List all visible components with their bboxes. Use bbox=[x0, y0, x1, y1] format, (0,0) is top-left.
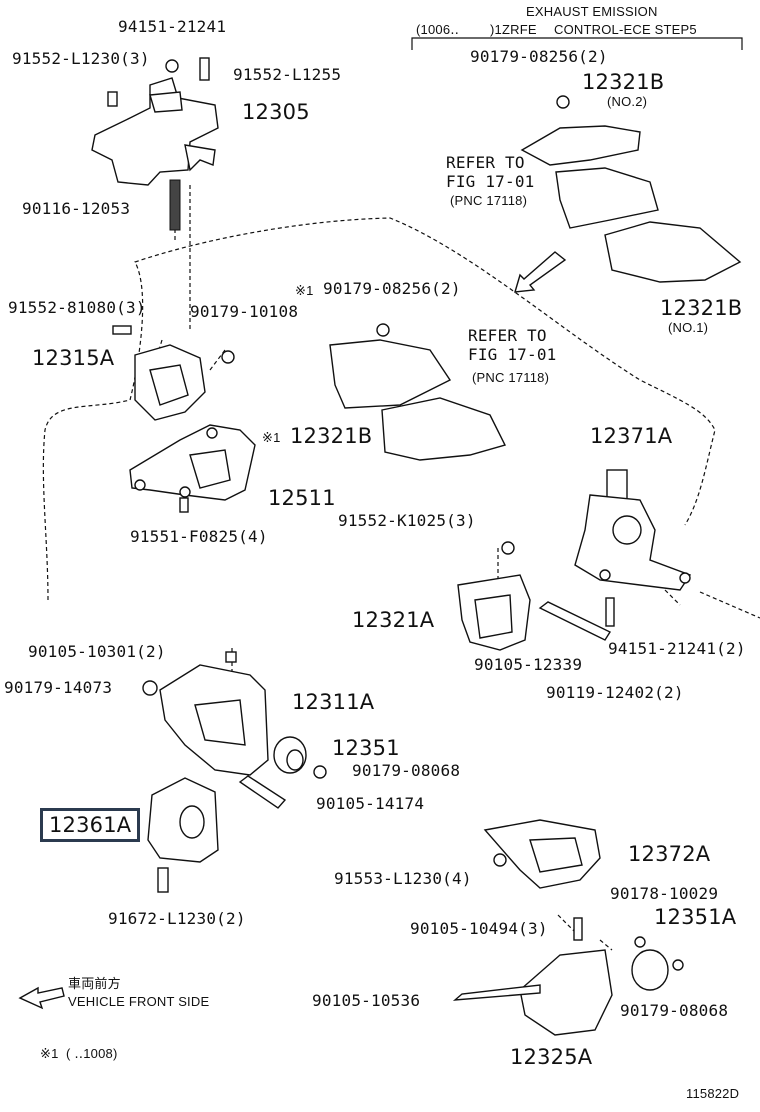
mount-12305 bbox=[91, 57, 219, 231]
label-91552-L1255: 91552-L1255 bbox=[233, 65, 342, 84]
vehicle-front-en: VEHICLE FRONT SIDE bbox=[68, 994, 210, 1009]
label-90119-12402-2: 90119-12402(2) bbox=[546, 683, 684, 702]
label-12351: 12351 bbox=[332, 736, 400, 760]
header-subtitle: CONTROL-ECE STEP5 bbox=[554, 22, 697, 37]
label-12311A: 12311A bbox=[292, 690, 375, 714]
label-12372A: 12372A bbox=[628, 842, 711, 866]
label-12325A: 12325A bbox=[510, 1045, 593, 1069]
label-12321B-no1: 12321B bbox=[660, 296, 743, 320]
bracket-12315A bbox=[112, 325, 235, 421]
label-94151-21241: 94151-21241 bbox=[118, 17, 227, 36]
bushing-12351 bbox=[273, 736, 327, 779]
label-12371A: 12371A bbox=[590, 424, 673, 448]
label-no2: (NO.2) bbox=[607, 94, 648, 109]
bracket-12511 bbox=[129, 424, 256, 513]
label-91552-K1025-3: 91552-K1025(3) bbox=[338, 511, 476, 530]
pnc-ref-1: (PNC 17118) bbox=[450, 193, 528, 208]
header-range-end: )1ZRFE bbox=[490, 22, 537, 37]
engine-outline bbox=[42, 217, 716, 601]
label-12321B-no2: 12321B bbox=[582, 70, 665, 94]
label-90179-08068-b: 90179-08068 bbox=[620, 1001, 729, 1020]
label-90105-12339: 90105-12339 bbox=[474, 655, 583, 674]
refer-to-1: REFER TO bbox=[446, 153, 525, 172]
header-title: EXHAUST EMISSION bbox=[526, 4, 658, 19]
label-90179-08256-2-top: 90179-08256(2) bbox=[470, 47, 608, 66]
vehicle-front-jp: 車両前方 bbox=[68, 976, 121, 991]
diagram-id: 115822D bbox=[686, 1086, 740, 1101]
heat-insulator-12321B-no2 bbox=[520, 95, 742, 283]
bracket-12325A bbox=[452, 917, 684, 1036]
refer-to-2: REFER TO bbox=[468, 326, 547, 345]
bracket-12311A bbox=[142, 651, 287, 809]
label-94151-21241-2: 94151-21241(2) bbox=[608, 639, 746, 658]
label-90105-10536: 90105-10536 bbox=[312, 991, 421, 1010]
label-90105-14174: 90105-14174 bbox=[316, 794, 425, 813]
label-12361A-highlighted: 12361A bbox=[40, 808, 141, 842]
label-91552-81080-3: 91552-81080(3) bbox=[8, 298, 146, 317]
direction-arrow bbox=[514, 251, 567, 293]
mount-12371A bbox=[574, 469, 692, 627]
pnc-ref-2: (PNC 17118) bbox=[472, 370, 550, 385]
label-91552-L1230-3: 91552-L1230(3) bbox=[12, 49, 150, 68]
label-12305: 12305 bbox=[242, 100, 310, 124]
label-91672-L1230-2: 91672-L1230(2) bbox=[108, 909, 246, 928]
header-bracket bbox=[411, 37, 743, 50]
label-90179-08068-a: 90179-08068 bbox=[352, 761, 461, 780]
label-90179-14073: 90179-14073 bbox=[4, 678, 113, 697]
fig-ref-1: FIG 17-01 bbox=[446, 172, 535, 191]
label-90105-10301-2: 90105-10301(2) bbox=[28, 642, 166, 661]
footnote-mark: ※1 bbox=[40, 1046, 59, 1061]
fig-ref-2: FIG 17-01 bbox=[468, 345, 557, 364]
note-mark-1: ※1 bbox=[295, 283, 314, 298]
mount-12361A bbox=[147, 777, 219, 893]
vehicle-front-arrow bbox=[18, 986, 65, 1010]
label-12321B-mid: 12321B bbox=[290, 424, 373, 448]
bracket-12321A bbox=[457, 541, 612, 651]
label-12351A: 12351A bbox=[654, 905, 737, 929]
footnote-range: ( ‥1008) bbox=[66, 1046, 118, 1061]
label-12315A: 12315A bbox=[32, 346, 115, 370]
label-no1: (NO.1) bbox=[668, 320, 709, 335]
heat-insulator-12321B-mid bbox=[329, 323, 507, 461]
bracket-12372A bbox=[483, 819, 601, 889]
label-91551-F0825-4: 91551-F0825(4) bbox=[130, 527, 268, 546]
label-90179-10108: 90179-10108 bbox=[190, 302, 299, 321]
note-mark-2: ※1 bbox=[262, 430, 281, 445]
label-12511: 12511 bbox=[268, 486, 336, 510]
header-range-start: (1006‥ bbox=[416, 22, 460, 37]
label-90178-10029: 90178-10029 bbox=[610, 884, 719, 903]
label-12321A: 12321A bbox=[352, 608, 435, 632]
label-91553-L1230-4: 91553-L1230(4) bbox=[334, 869, 472, 888]
label-90179-08256-2-mid: 90179-08256(2) bbox=[323, 279, 461, 298]
label-90105-10494-3: 90105-10494(3) bbox=[410, 919, 548, 938]
label-90116-12053: 90116-12053 bbox=[22, 199, 131, 218]
